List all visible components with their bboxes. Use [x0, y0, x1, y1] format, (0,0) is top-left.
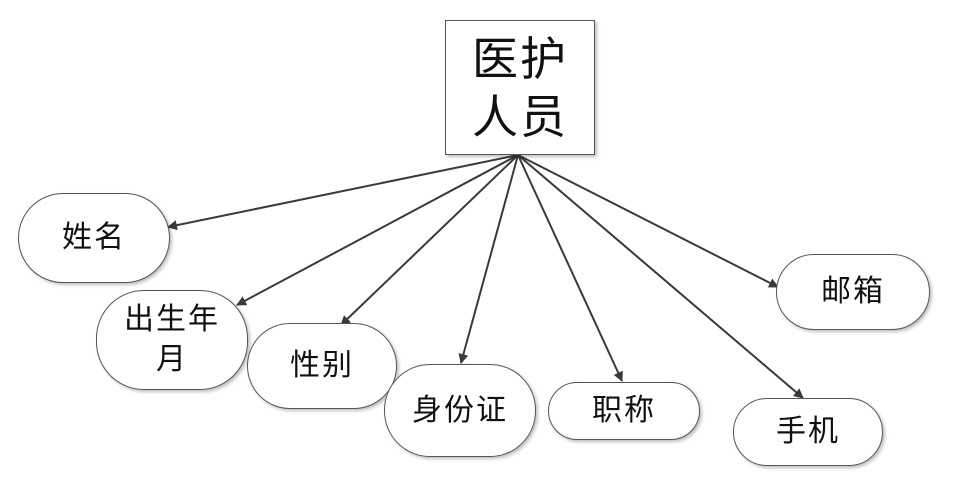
attribute-id-card: 身份证 — [384, 364, 536, 457]
attribute-gender: 性别 — [247, 323, 397, 409]
attribute-title: 职称 — [548, 382, 700, 440]
attribute-birth-date: 出生年 月 — [96, 290, 248, 390]
attribute-email: 邮箱 — [776, 254, 930, 330]
edge-to-gender — [340, 154, 519, 326]
edge-to-email — [517, 154, 779, 288]
edge-to-phone — [517, 154, 804, 399]
attribute-name: 姓名 — [18, 193, 170, 283]
attribute-phone: 手机 — [733, 398, 883, 466]
edge-to-birth — [236, 154, 519, 306]
entity-medical-staff: 医护 人员 — [445, 20, 595, 155]
edge-to-name — [167, 154, 519, 231]
edge-to-id — [458, 154, 519, 364]
edge-to-title — [517, 154, 623, 382]
